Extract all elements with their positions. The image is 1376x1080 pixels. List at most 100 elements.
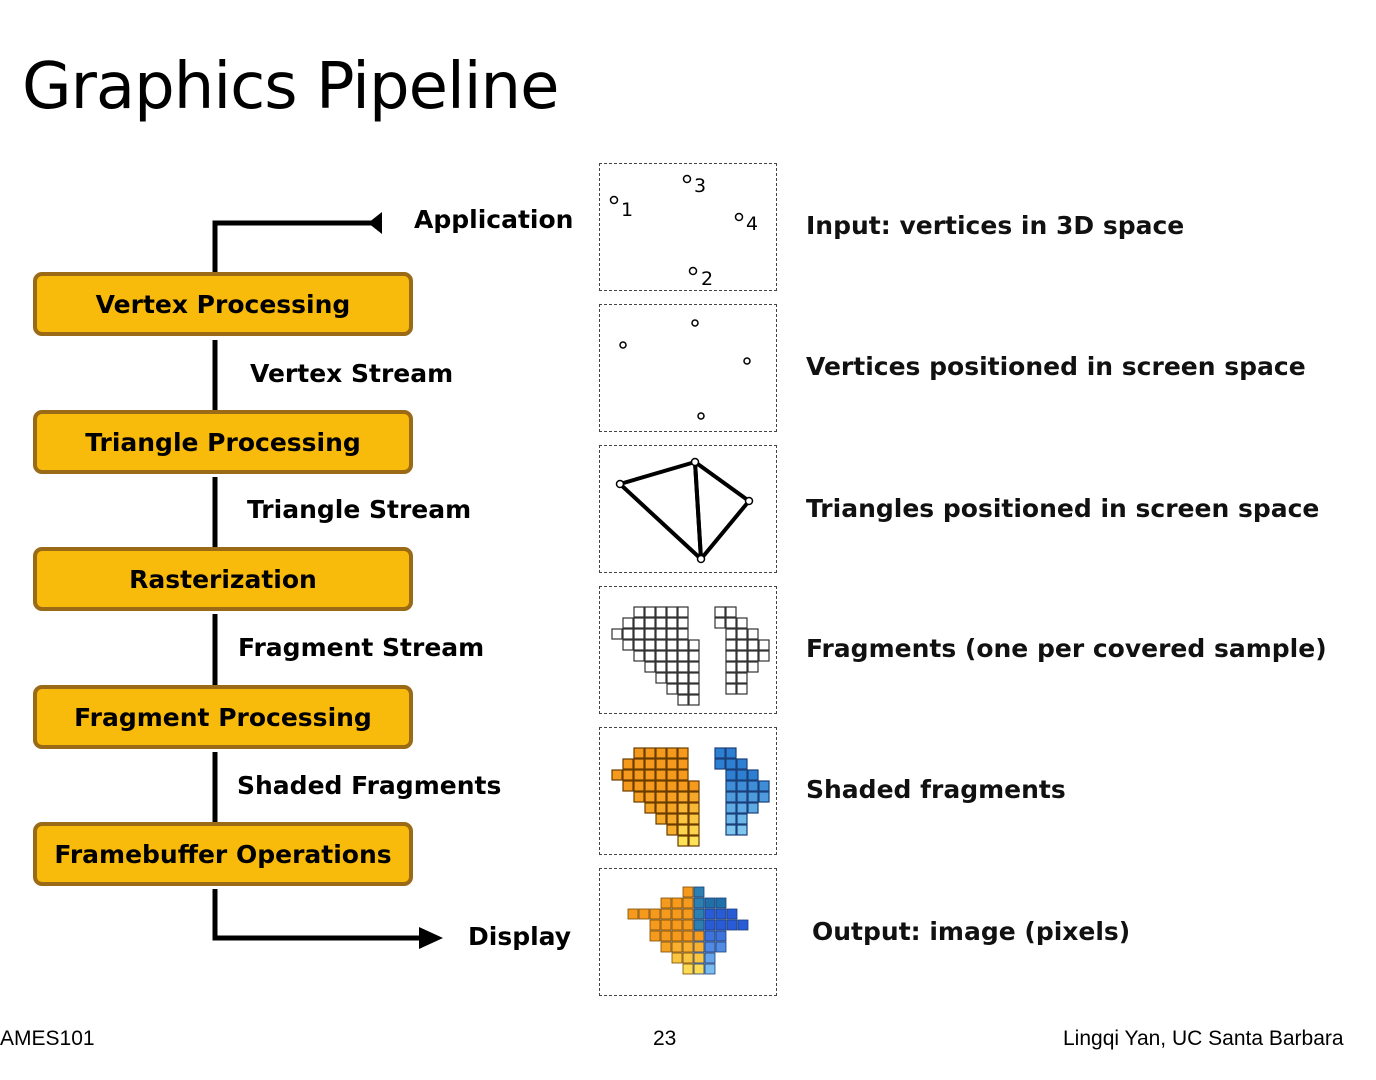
fragment-cell [688, 672, 700, 684]
fragment-cell [677, 661, 689, 673]
fragment-cell [611, 628, 623, 640]
application-arrowhead [368, 212, 382, 234]
fragment-cell [633, 628, 645, 640]
fragment-cell [677, 606, 689, 618]
pixel-cell [726, 919, 738, 931]
footer-course: AMES101 [0, 1027, 95, 1050]
fragment-cell [725, 769, 737, 781]
fragment-cell [655, 813, 667, 825]
pixel-cell [649, 919, 661, 931]
fragment-cell [736, 650, 748, 662]
vertex-point [691, 319, 699, 327]
fragment-cell [677, 769, 689, 781]
vertex-number: 1 [621, 199, 633, 221]
fragment-cell [644, 606, 656, 618]
fragment-cell [736, 758, 748, 770]
fragment-cell [736, 813, 748, 825]
fragment-cell [747, 650, 759, 662]
fragment-cell [666, 769, 678, 781]
fragment-cell [633, 780, 645, 792]
fragment-cell [714, 606, 726, 618]
fragment-cell [666, 802, 678, 814]
pixel-cell [682, 963, 694, 975]
stage-fragment-processing: Fragment Processing [33, 685, 413, 749]
pixel-cell [704, 908, 716, 920]
fragment-cell [655, 758, 667, 770]
fragment-cell [644, 780, 656, 792]
fragment-cell [725, 628, 737, 640]
pixel-cell [660, 897, 672, 909]
pixel-cell [693, 919, 705, 931]
fragment-cell [736, 672, 748, 684]
pixel-cell [715, 941, 727, 953]
fragment-cell [644, 617, 656, 629]
stream-label-vertex: Vertex Stream [250, 359, 454, 388]
panel-screen-vertices [599, 304, 777, 432]
triangle-shape [618, 460, 703, 561]
fragment-cell [677, 650, 689, 662]
fragment-cell [747, 639, 759, 651]
fragment-cell [725, 813, 737, 825]
pixel-cell [660, 930, 672, 942]
description-fragments: Fragments (one per covered sample) [806, 634, 1327, 663]
fragment-cell [677, 694, 689, 706]
fragment-cell [725, 747, 737, 759]
fragment-cell [644, 758, 656, 770]
pixel-cell [660, 908, 672, 920]
fragment-cell [666, 813, 678, 825]
fragment-cell [622, 639, 634, 651]
fragment-cell [688, 802, 700, 814]
fragment-cell [736, 683, 748, 695]
fragment-cell [688, 683, 700, 695]
fragment-cell [666, 639, 678, 651]
description-input: Input: vertices in 3D space [806, 211, 1185, 240]
triangle-shape [693, 460, 751, 561]
display-label: Display [468, 922, 572, 951]
fragment-cell [677, 835, 689, 847]
fragment-cell [688, 791, 700, 803]
vertex-point [690, 457, 700, 467]
pixel-cell [671, 919, 683, 931]
fragment-cell [758, 791, 770, 803]
fragment-cell [725, 802, 737, 814]
fragment-cell [655, 747, 667, 759]
fragment-cell [736, 780, 748, 792]
pixel-cell [627, 908, 639, 920]
fragment-cell [725, 606, 737, 618]
fragment-cell [677, 813, 689, 825]
fragment-cell [622, 780, 634, 792]
fragment-cell [666, 661, 678, 673]
stage-triangle-processing: Triangle Processing [33, 410, 413, 474]
panel-shaded-fragments [599, 727, 777, 855]
fragment-cell [666, 606, 678, 618]
stream-label-shaded: Shaded Fragments [237, 771, 502, 800]
fragment-cell [677, 628, 689, 640]
fragment-cell [633, 758, 645, 770]
fragment-cell [644, 791, 656, 803]
fragment-cell [677, 617, 689, 629]
fragment-cell [644, 639, 656, 651]
description-triangles: Triangles positioned in screen space [806, 494, 1320, 523]
pixel-cell [693, 963, 705, 975]
fragment-cell [666, 824, 678, 836]
fragment-cell [644, 747, 656, 759]
vertex-number: 2 [701, 268, 713, 290]
pixel-cell [693, 930, 705, 942]
vertex-point [697, 412, 705, 420]
fragment-cell [666, 617, 678, 629]
pixel-cell [704, 952, 716, 964]
fragment-cell [655, 802, 667, 814]
fragment-cell [747, 628, 759, 640]
page-number: 23 [653, 1027, 677, 1050]
fragment-cell [714, 747, 726, 759]
fragment-cell [714, 617, 726, 629]
pixel-cell [671, 930, 683, 942]
fragment-cell [725, 661, 737, 673]
fragment-cell [633, 747, 645, 759]
panel-fragments [599, 586, 777, 714]
pixel-cell [660, 941, 672, 953]
fragment-cell [688, 661, 700, 673]
pixel-cell [682, 886, 694, 898]
fragment-cell [677, 758, 689, 770]
